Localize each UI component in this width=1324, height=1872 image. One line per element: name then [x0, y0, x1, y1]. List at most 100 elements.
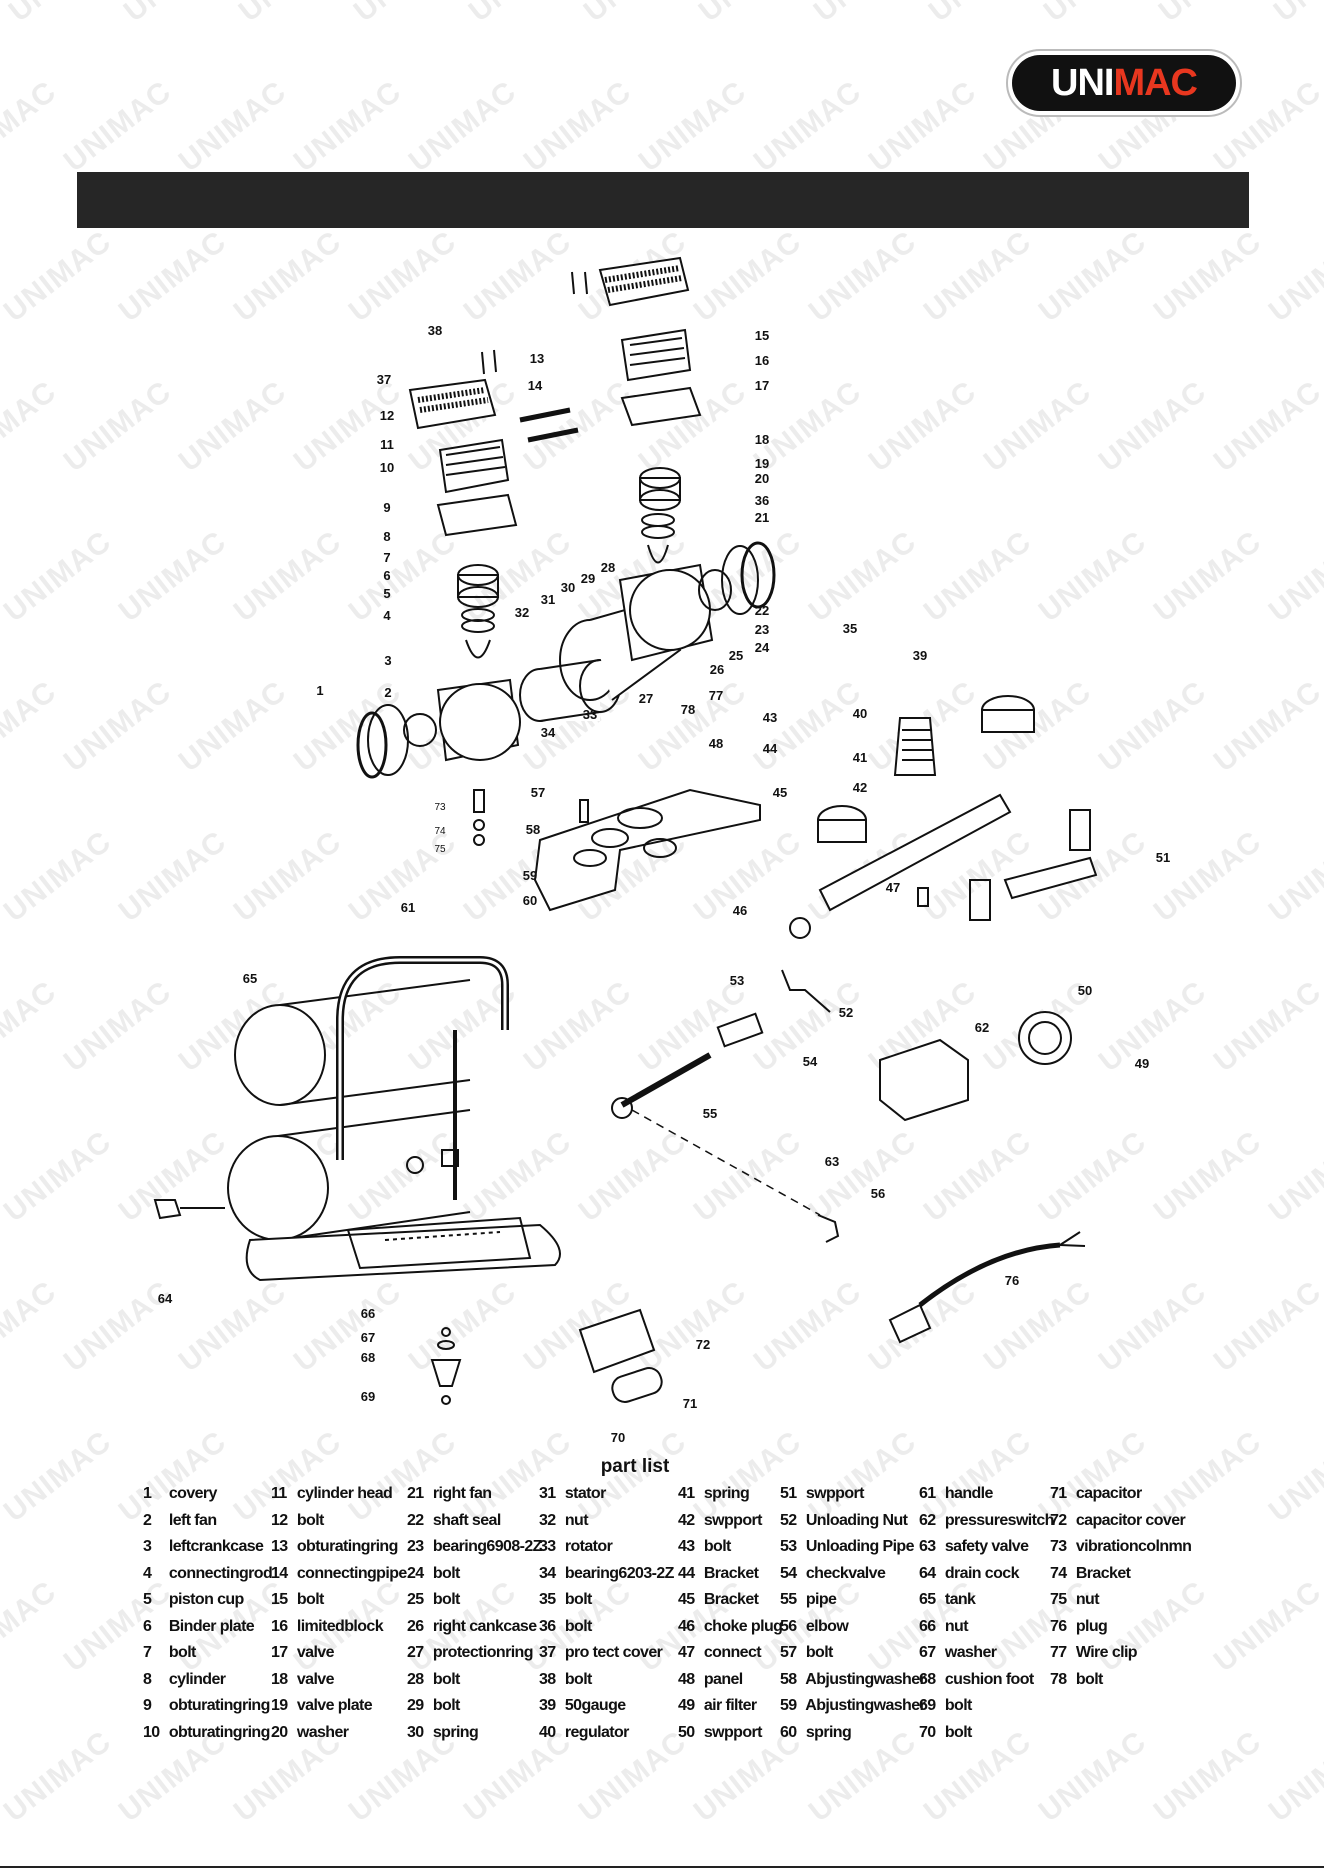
part-item: 19 valve plate: [271, 1696, 373, 1716]
part-number: 73: [1050, 1538, 1067, 1555]
part-item: 71 capacitor: [1050, 1484, 1142, 1504]
part-name: choke plug: [700, 1617, 783, 1635]
part-item: 8 cylinder: [143, 1670, 226, 1690]
part-number: 29: [407, 1697, 424, 1714]
part-number: 41: [678, 1485, 695, 1502]
callout-78: 78: [681, 702, 695, 717]
watermark-text: UNIMAC: [1038, 0, 1158, 29]
callout-1: 1: [316, 683, 323, 698]
part-item: 52 Unloading Nut: [780, 1511, 908, 1531]
part-number: 22: [407, 1511, 424, 1529]
watermark-text: UNIMAC: [862, 74, 983, 179]
watermark-text: UNIMAC: [1262, 1724, 1324, 1829]
part-item: 77 Wire clip: [1050, 1643, 1138, 1663]
part-name: obturatingring: [293, 1538, 399, 1555]
callout-19: 19: [755, 456, 769, 471]
part-number: 23: [407, 1538, 424, 1555]
part-name: obturatingring: [165, 1723, 271, 1741]
part-number: 11: [271, 1485, 287, 1502]
part-name: panel: [700, 1670, 743, 1688]
part-name: washer: [293, 1723, 349, 1741]
part-name: bolt: [700, 1538, 732, 1555]
callout-54: 54: [803, 1054, 818, 1069]
part-item: 54 checkvalve: [780, 1564, 886, 1584]
part-name: checkvalve: [802, 1564, 886, 1582]
callout-75: 75: [434, 844, 446, 855]
callout-15: 15: [755, 328, 769, 343]
part-item: 36 bolt: [539, 1617, 592, 1637]
part-number: 42: [678, 1511, 695, 1529]
part-name: valve: [293, 1644, 335, 1661]
part-name: capacitor: [1072, 1485, 1142, 1502]
part-item: 29 bolt: [407, 1696, 460, 1716]
callout-34: 34: [541, 725, 556, 740]
part-number: 60: [780, 1723, 797, 1741]
part-name: limitedblock: [293, 1617, 384, 1635]
callout-2: 2: [384, 685, 391, 700]
part-item: 20 washer: [271, 1723, 349, 1743]
part-number: 36: [539, 1617, 556, 1635]
callout-11: 11: [380, 437, 394, 452]
callout-26: 26: [710, 662, 724, 677]
part-number: 16: [271, 1617, 288, 1635]
part-number: 54: [780, 1564, 797, 1582]
part-number: 61: [919, 1485, 936, 1502]
part-number: 75: [1050, 1591, 1067, 1608]
part-name: Abjustingwasher: [802, 1670, 926, 1688]
part-name: handle: [941, 1485, 994, 1502]
callout-53: 53: [730, 973, 744, 988]
callout-65: 65: [243, 971, 257, 986]
part-name: protectionring: [429, 1644, 534, 1661]
callout-27: 27: [639, 691, 653, 706]
part-name: valve plate: [293, 1697, 373, 1714]
part-number: 8: [143, 1670, 152, 1688]
part-number: 59: [780, 1697, 797, 1714]
watermark-text: UNIMAC: [118, 0, 238, 29]
part-item: 75 nut: [1050, 1590, 1100, 1610]
callout-21: 21: [755, 510, 769, 525]
watermark-text: UNIMAC: [287, 74, 408, 179]
callout-68: 68: [361, 1350, 375, 1365]
part-name: Bracket: [1072, 1564, 1131, 1582]
callout-69: 69: [361, 1389, 375, 1404]
part-number: 35: [539, 1591, 556, 1608]
part-item: 30 spring: [407, 1723, 479, 1743]
callout-39: 39: [913, 648, 927, 663]
part-name: air filter: [700, 1697, 757, 1714]
part-name: bolt: [561, 1617, 593, 1635]
callout-71: 71: [683, 1396, 697, 1411]
part-item: 6 Binder plate: [143, 1617, 255, 1637]
callout-49: 49: [1135, 1056, 1149, 1071]
part-number: 47: [678, 1644, 695, 1661]
part-number: 20: [271, 1723, 288, 1741]
part-number: 69: [919, 1697, 936, 1714]
part-number: 13: [271, 1538, 288, 1555]
watermark-text: UNIMAC: [1207, 1574, 1324, 1679]
part-name: tank: [941, 1591, 976, 1608]
part-item: 65 tank: [919, 1590, 976, 1610]
callout-30: 30: [561, 580, 575, 595]
part-name: Abjustingwasher: [802, 1697, 926, 1714]
part-number: 19: [271, 1697, 288, 1714]
watermark-text: UNIMAC: [747, 74, 868, 179]
part-item: 66 nut: [919, 1617, 969, 1637]
part-number: 4: [143, 1564, 152, 1582]
part-number: 62: [919, 1511, 936, 1529]
callout-6: 6: [383, 568, 390, 583]
part-number: 50: [678, 1723, 695, 1741]
callout-57: 57: [531, 785, 545, 800]
part-name: pressureswitch: [941, 1511, 1055, 1529]
part-number: 67: [919, 1644, 936, 1661]
part-number: 40: [539, 1723, 556, 1741]
part-item: 59 Abjustingwasher: [780, 1696, 926, 1716]
part-name: valve: [293, 1670, 335, 1688]
part-name: connect: [700, 1644, 762, 1661]
part-name: Wire clip: [1072, 1644, 1138, 1661]
part-name: pipe: [802, 1591, 837, 1608]
part-number: 76: [1050, 1617, 1067, 1635]
part-name: bolt: [561, 1591, 593, 1608]
header-bar: [77, 172, 1249, 228]
part-number: 30: [407, 1723, 424, 1741]
part-item: 26 right cankcase: [407, 1617, 537, 1637]
part-number: 25: [407, 1591, 424, 1608]
